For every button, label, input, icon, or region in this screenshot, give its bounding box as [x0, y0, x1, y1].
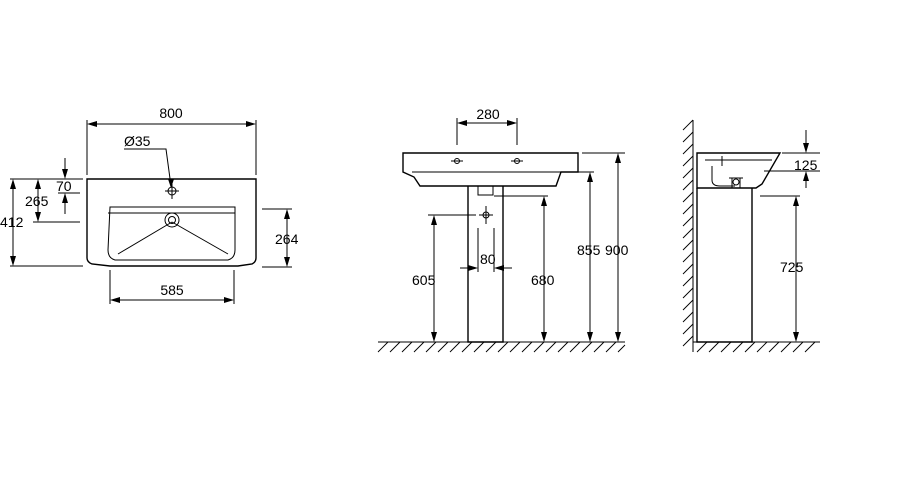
front-basin-outline	[402, 152, 579, 187]
front-tap-holes	[451, 158, 523, 164]
plan-view: 800 Ø35 412 265 70 264 585	[0, 105, 299, 304]
plan-bowl-outline	[107, 206, 236, 261]
side-basin-outline	[696, 152, 782, 189]
front-height-605: 605	[412, 272, 436, 288]
plan-hole-diameter: Ø35	[124, 133, 151, 149]
front-floor	[377, 341, 626, 353]
front-height-855: 855	[577, 242, 601, 258]
front-height-900: 900	[605, 242, 629, 258]
plan-width-dimension: 800	[159, 105, 183, 121]
plan-drain	[164, 212, 180, 228]
side-wall	[682, 119, 694, 352]
front-hole-spacing: 280	[476, 106, 500, 122]
plan-bowl-depth: 264	[275, 231, 299, 247]
side-floor	[693, 341, 820, 353]
plan-basin-outline	[86, 178, 257, 267]
side-trap	[711, 166, 743, 188]
front-height-680: 680	[531, 272, 555, 288]
plan-bowl-width: 585	[160, 282, 184, 298]
side-view: 125 725	[682, 119, 820, 353]
plan-offset-265: 265	[25, 193, 49, 209]
front-spacing-80: 80	[480, 251, 496, 267]
side-pedestal	[696, 188, 753, 343]
plan-depth-dimension: 412	[0, 214, 24, 230]
plan-drain-funnel	[117, 221, 229, 255]
plan-drain-inner	[168, 216, 176, 224]
plan-offset-70: 70	[56, 178, 72, 194]
side-bowl-height: 125	[794, 157, 818, 173]
front-view: 280 855 900 605 680 80	[377, 106, 629, 353]
side-pedestal-height: 725	[780, 259, 804, 275]
